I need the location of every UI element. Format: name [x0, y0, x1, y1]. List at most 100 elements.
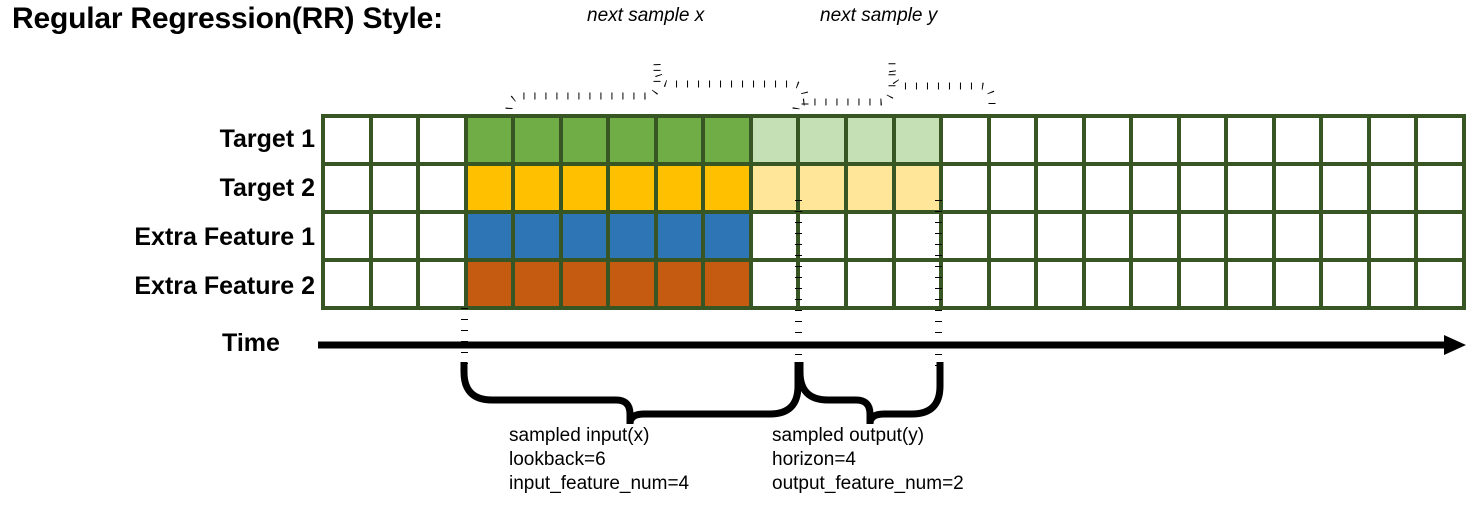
grid-cell-extra-feature-1-9: [705, 214, 749, 258]
grid-cell-extra-feature-2-15: [990, 262, 1035, 306]
grid-cell-extra-feature-1-5: [515, 214, 559, 258]
grid-cell-extra-feature-1-17: [1085, 214, 1130, 258]
top-brace-output: [792, 61, 996, 120]
timeseries-grid: [321, 114, 1466, 310]
grid-cell-extra-feature-1-12: [847, 214, 892, 258]
next-sample-y-label: next sample y: [820, 5, 938, 26]
grid-cell-extra-feature-2-8: [657, 262, 702, 306]
grid-cell-target-1-16: [1038, 118, 1082, 162]
grid-cell-target-1-3: [420, 118, 464, 162]
grid-cell-extra-feature-1-18: [1133, 214, 1177, 258]
grid-cell-extra-feature-2-16: [1038, 262, 1082, 306]
grid-cell-extra-feature-1-20: [1228, 214, 1272, 258]
grid-cell-target-1-12: [847, 118, 892, 162]
grid-cell-extra-feature-1-23: [1370, 214, 1415, 258]
grid-cell-target-2-14: [943, 166, 987, 210]
grid-cell-target-2-9: [705, 166, 749, 210]
grid-cell-target-1-10: [752, 118, 797, 162]
grid-cell-extra-feature-2-21: [1275, 262, 1320, 306]
grid-cell-extra-feature-2-13: [895, 262, 940, 306]
grid-cell-target-2-16: [1038, 166, 1082, 210]
grid-cell-extra-feature-1-21: [1275, 214, 1320, 258]
grid-cell-extra-feature-2-18: [1133, 262, 1177, 306]
time-axis-label: Time: [222, 329, 280, 357]
grid-cell-target-2-12: [847, 166, 892, 210]
grid-cell-target-2-2: [372, 166, 417, 210]
grid-cell-extra-feature-2-24: [1418, 262, 1462, 306]
grid-cell-target-1-21: [1275, 118, 1320, 162]
grid-cell-extra-feature-2-1: [325, 262, 369, 306]
grid-cell-target-1-6: [562, 118, 607, 162]
grid-cell-target-1-8: [657, 118, 702, 162]
caption-input-line-2: lookback=6: [509, 449, 606, 470]
grid-cell-target-2-24: [1418, 166, 1462, 210]
grid-cell-target-1-23: [1370, 118, 1415, 162]
grid-cell-target-2-21: [1275, 166, 1320, 210]
grid-cell-target-1-13: [895, 118, 940, 162]
grid-cell-target-2-7: [610, 166, 654, 210]
grid-cell-extra-feature-2-17: [1085, 262, 1130, 306]
next-sample-x-label: next sample x: [587, 5, 705, 26]
grid-cell-target-2-17: [1085, 166, 1130, 210]
grid-cell-extra-feature-2-5: [515, 262, 559, 306]
grid-cell-extra-feature-1-19: [1180, 214, 1225, 258]
grid-cell-target-1-4: [467, 118, 512, 162]
caption-output-line-2: horizon=4: [772, 449, 856, 470]
caption-output: sampled output(y) horizon=4 output_featu…: [772, 424, 964, 496]
grid-cell-target-1-2: [372, 118, 417, 162]
grid-cell-target-1-20: [1228, 118, 1272, 162]
grid-cell-target-1-19: [1180, 118, 1225, 162]
grid-cell-extra-feature-1-6: [562, 214, 607, 258]
grid-cell-extra-feature-2-12: [847, 262, 892, 306]
grid-cell-extra-feature-1-1: [325, 214, 369, 258]
grid-cell-extra-feature-2-22: [1323, 262, 1367, 306]
grid-cell-extra-feature-1-11: [800, 214, 844, 258]
caption-output-line-3: output_feature_num=2: [772, 473, 964, 494]
grid-cell-target-2-1: [325, 166, 369, 210]
grid-cell-extra-feature-1-22: [1323, 214, 1367, 258]
grid-cell-target-2-5: [515, 166, 559, 210]
grid-cell-extra-feature-2-23: [1370, 262, 1415, 306]
page-title: Regular Regression(RR) Style:: [12, 2, 443, 35]
grid-cell-target-2-15: [990, 166, 1035, 210]
row-label-target-2: Target 2: [219, 174, 315, 202]
grid-cell-extra-feature-1-13: [895, 214, 940, 258]
row-label-extra-feature-2: Extra Feature 2: [134, 272, 315, 300]
grid-cell-target-1-15: [990, 118, 1035, 162]
grid-cell-extra-feature-2-19: [1180, 262, 1225, 306]
grid-cell-target-1-14: [943, 118, 987, 162]
grid-cell-target-1-18: [1133, 118, 1177, 162]
grid-cell-extra-feature-2-7: [610, 262, 654, 306]
grid-cell-extra-feature-2-9: [705, 262, 749, 306]
grid-cell-target-1-5: [515, 118, 559, 162]
grid-cell-extra-feature-2-4: [467, 262, 512, 306]
grid-cell-extra-feature-2-14: [943, 262, 987, 306]
caption-output-line-1: sampled output(y): [772, 425, 925, 446]
grid-cell-extra-feature-1-14: [943, 214, 987, 258]
grid-cell-extra-feature-2-6: [562, 262, 607, 306]
bottom-brace-input: [460, 362, 802, 424]
grid-cell-target-2-23: [1370, 166, 1415, 210]
grid-cell-extra-feature-1-8: [657, 214, 702, 258]
grid-cell-target-1-17: [1085, 118, 1130, 162]
caption-input-line-3: input_feature_num=4: [509, 473, 690, 494]
grid-cell-extra-feature-1-2: [372, 214, 417, 258]
grid-cell-extra-feature-1-24: [1418, 214, 1462, 258]
grid-cell-extra-feature-2-10: [752, 262, 797, 306]
row-label-target-1: Target 1: [219, 125, 315, 153]
grid-cell-extra-feature-1-7: [610, 214, 654, 258]
caption-input-line-1: sampled input(x): [509, 425, 650, 446]
row-label-extra-feature-1: Extra Feature 1: [134, 223, 315, 251]
grid-cell-target-1-1: [325, 118, 369, 162]
grid-cell-target-2-3: [420, 166, 464, 210]
top-brace-input: [505, 61, 809, 120]
grid-cell-target-2-11: [800, 166, 844, 210]
grid-cell-target-2-8: [657, 166, 702, 210]
grid-cell-target-2-10: [752, 166, 797, 210]
grid-cell-target-2-22: [1323, 166, 1367, 210]
time-axis-arrow: [318, 335, 1466, 355]
grid-cell-extra-feature-2-2: [372, 262, 417, 306]
grid-cell-extra-feature-1-16: [1038, 214, 1082, 258]
grid-cell-target-1-11: [800, 118, 844, 162]
